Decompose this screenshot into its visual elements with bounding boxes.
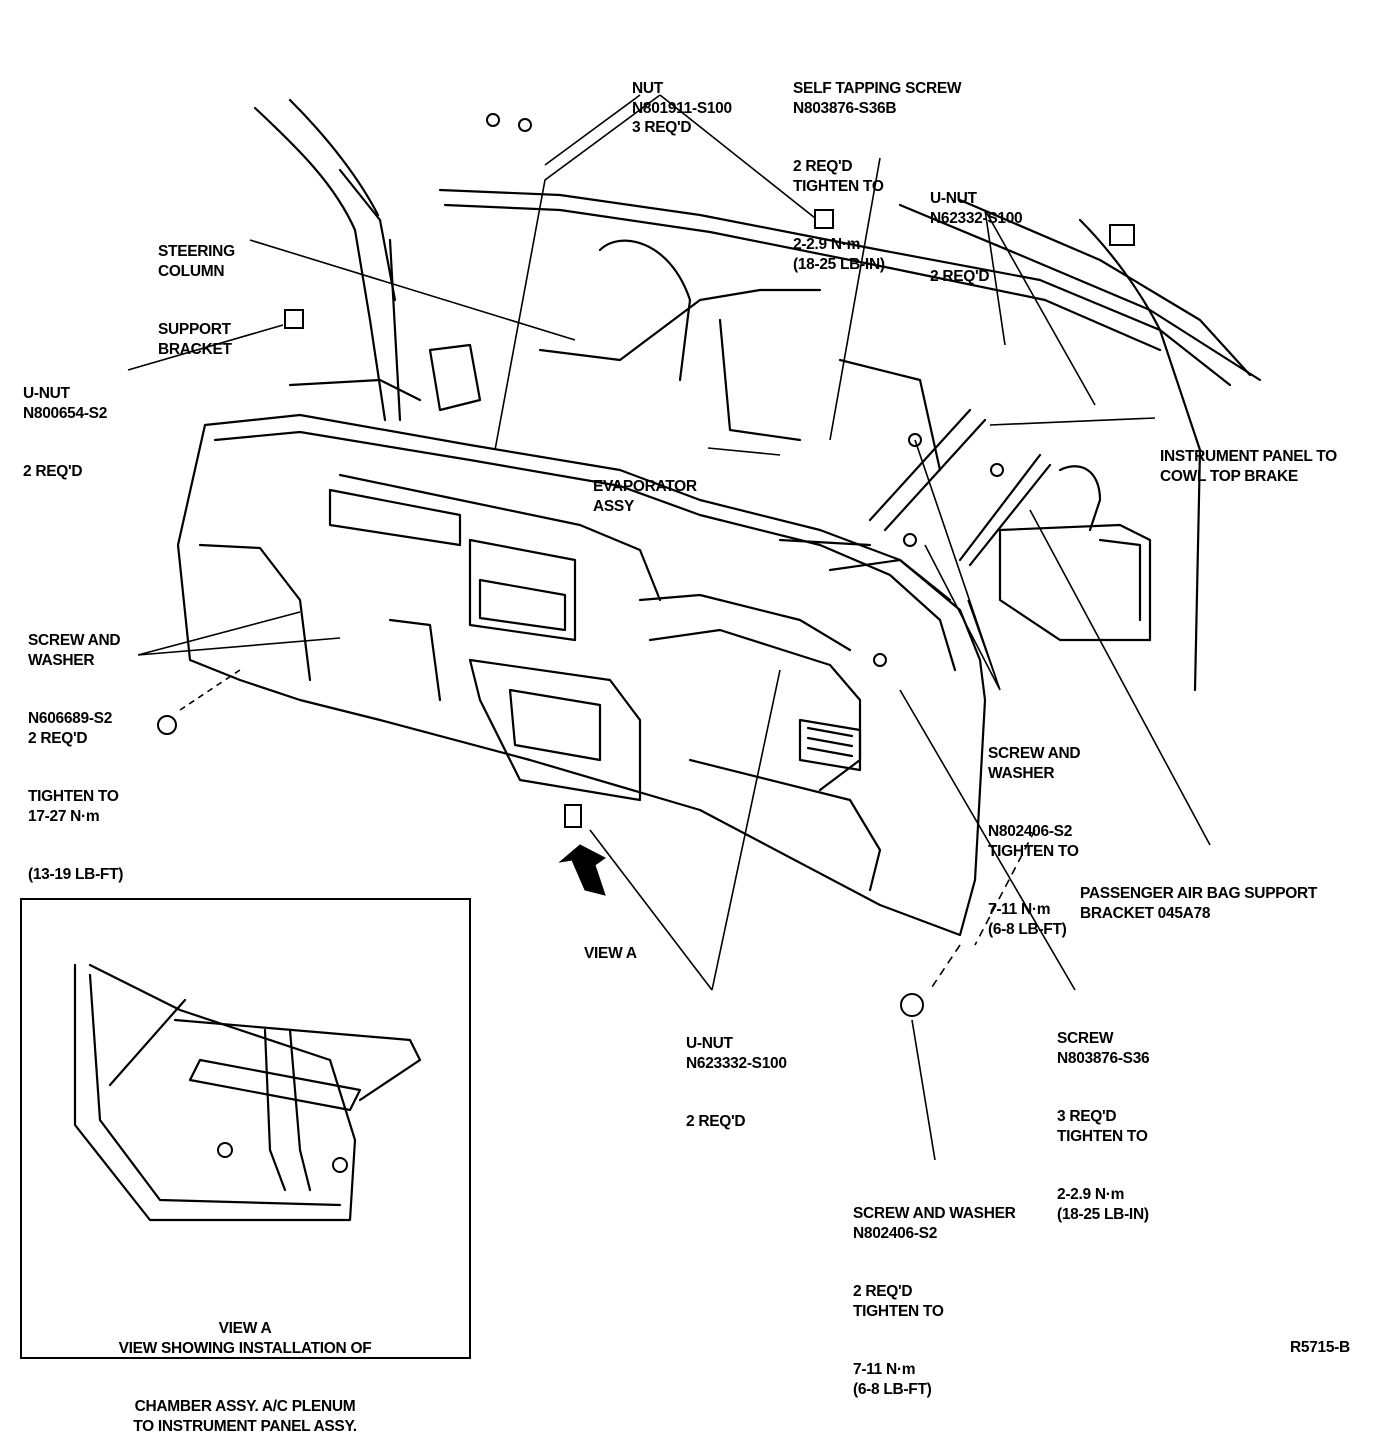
view-a-inset-drawing — [73, 963, 422, 1222]
fastener-icon — [900, 993, 924, 1017]
fastener-icon — [157, 715, 177, 735]
instrument-panel — [176, 413, 987, 937]
u-nut-icon — [1109, 224, 1135, 246]
view-a-arrow-icon — [558, 844, 606, 896]
fastener-icon — [518, 118, 532, 132]
fastener-icon — [990, 463, 1004, 477]
fastener-icon — [873, 653, 887, 667]
view-a-inset — [20, 898, 471, 1359]
u-nut-icon — [814, 209, 834, 229]
fastener-icon — [903, 533, 917, 547]
u-nut-icon — [284, 309, 304, 329]
fastener-icon — [486, 113, 500, 127]
a-pillar-left — [253, 106, 387, 422]
dashboard-exploded-view — [73, 94, 1262, 1222]
label-view-a-arrow: VIEW A — [584, 945, 637, 962]
u-nut-icon — [564, 804, 582, 828]
airbag-bracket — [958, 453, 1042, 562]
cowl-brace — [868, 408, 972, 522]
figure-id: R5715-B — [1290, 1339, 1350, 1356]
fastener-icon — [332, 1157, 348, 1173]
fastener-icon — [217, 1142, 233, 1158]
